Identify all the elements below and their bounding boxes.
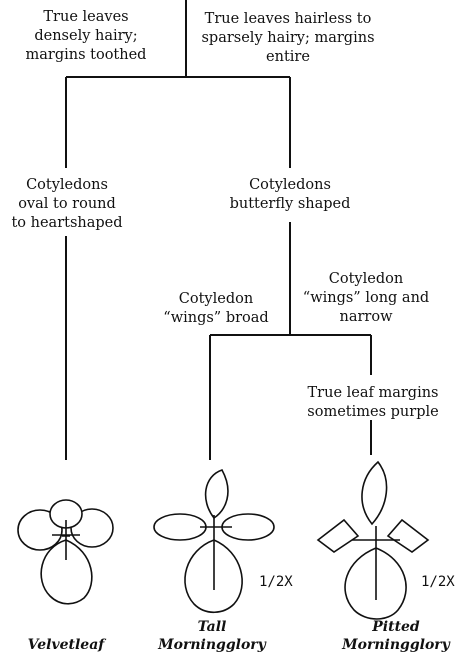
cotyledon-wings-broad-label: Cotyledon“wings” broad	[152, 290, 280, 328]
pitted-scale-label: 1/2X	[421, 574, 455, 590]
tall-morningglory-seedling-icon	[154, 470, 274, 612]
pitted-morningglory-seedling-icon	[318, 462, 428, 619]
tall-scale-label: 1/2X	[259, 574, 293, 590]
velvetleaf-seedling-icon	[18, 500, 113, 604]
velvetleaf-name: Velvetleaf	[8, 636, 124, 654]
